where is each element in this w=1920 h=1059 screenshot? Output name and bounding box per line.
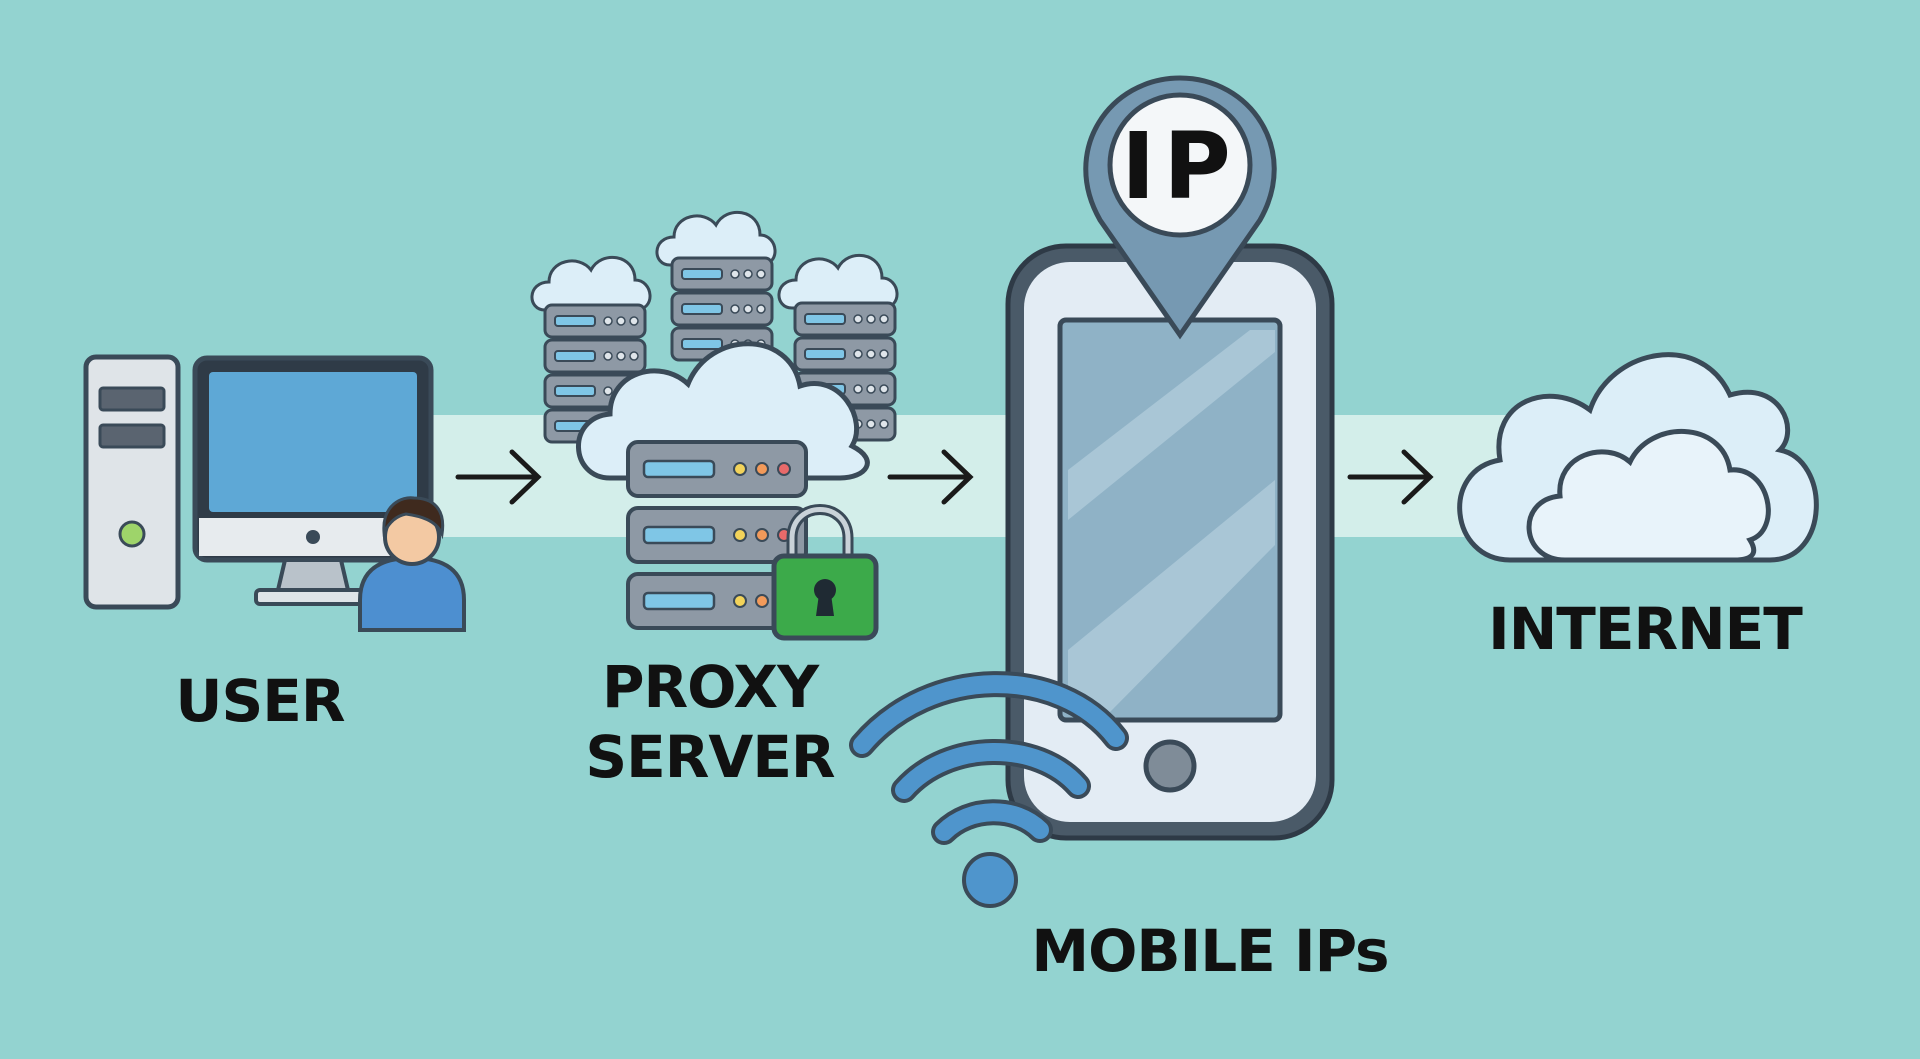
arrow-right-icon bbox=[1347, 449, 1434, 505]
padlock-icon bbox=[771, 504, 879, 641]
location-pin-icon: IP bbox=[1083, 75, 1277, 340]
arrow-right-icon bbox=[887, 449, 974, 505]
cloud-icon bbox=[1457, 352, 1819, 563]
user-avatar-icon bbox=[358, 496, 466, 632]
mobile-ips-label: MOBILE IPs bbox=[1031, 917, 1389, 985]
proxy-label-line2: SERVER bbox=[585, 723, 835, 791]
arrow-right-icon bbox=[455, 449, 542, 505]
wifi-signal-icon bbox=[849, 671, 1129, 908]
cloud-server-rack-icon bbox=[530, 210, 899, 630]
pin-ip-text: IP bbox=[1121, 113, 1239, 220]
proxy-server-label: PROXY SERVER bbox=[565, 652, 855, 792]
smartphone-icon bbox=[1005, 243, 1335, 841]
proxy-label-line1: PROXY bbox=[601, 653, 819, 721]
user-label: USER bbox=[175, 667, 345, 735]
internet-label: INTERNET bbox=[1488, 595, 1803, 663]
